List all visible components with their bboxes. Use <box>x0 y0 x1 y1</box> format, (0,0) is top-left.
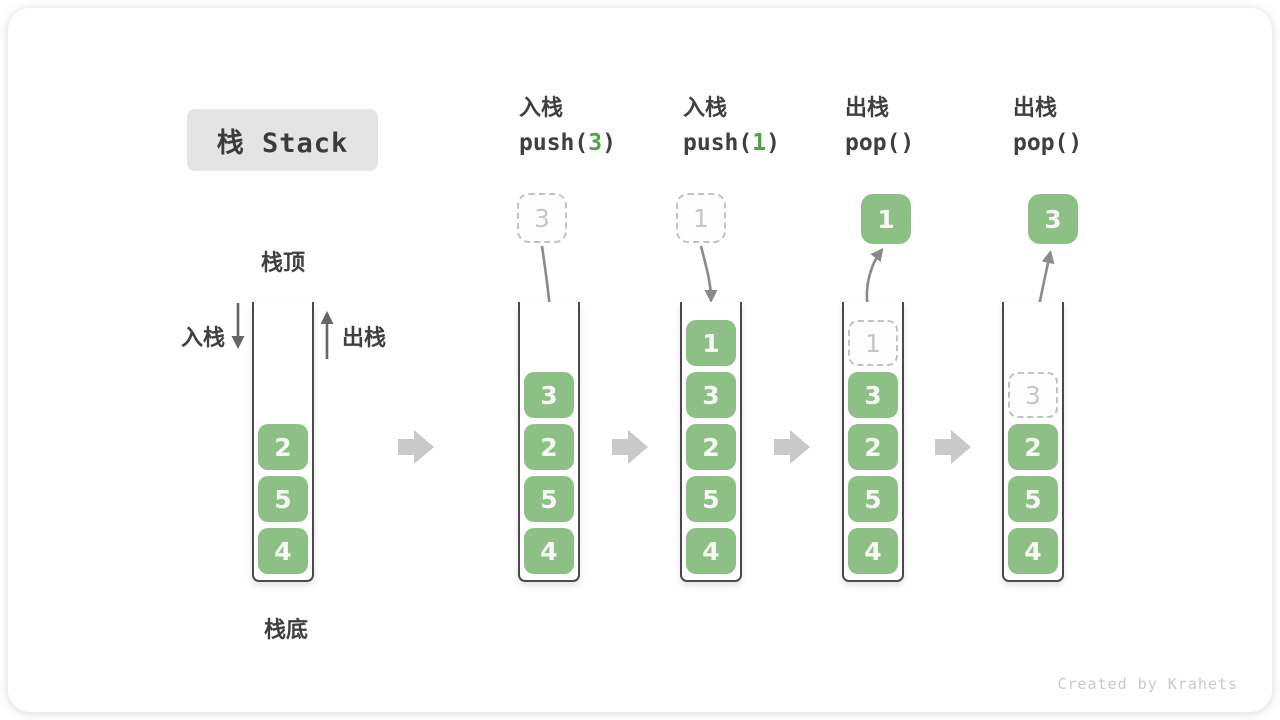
op-cn-label: 出栈 <box>845 96 890 121</box>
stack-item: 3 <box>686 372 736 418</box>
code-pre: pop( <box>845 130 901 156</box>
code-post: ) <box>1068 130 1083 156</box>
stack-container-pop1: 1 3 2 5 4 <box>842 302 904 582</box>
stack-item: 2 <box>524 424 574 470</box>
stack-container-push1: 1 3 2 5 4 <box>680 302 742 582</box>
code-pre: push( <box>683 130 753 156</box>
stack-item: 5 <box>686 476 736 522</box>
op-code-label: pop() <box>845 132 1015 155</box>
stack-item: 4 <box>258 528 308 574</box>
stack-item: 2 <box>848 424 898 470</box>
stack-bottom-label: 栈底 <box>263 618 308 643</box>
stack-item: 5 <box>524 476 574 522</box>
watermark: Created by Krahets <box>1057 675 1238 693</box>
code-post: ) <box>900 130 915 156</box>
code-arg: 3 <box>588 130 603 156</box>
stack-item: 4 <box>848 528 898 574</box>
stack-item: 4 <box>1008 528 1058 574</box>
stack-item: 1 <box>686 320 736 366</box>
popped-value-box: 1 <box>861 194 911 244</box>
stack-item: 3 <box>524 372 574 418</box>
op-title-pop-2: 出栈 pop() <box>1013 98 1183 155</box>
stack-top-label: 栈顶 <box>260 251 305 276</box>
popped-value-box: 3 <box>1028 194 1078 244</box>
stack-item-removed: 3 <box>1008 372 1058 418</box>
code-pre: push( <box>519 130 589 156</box>
op-cn-label: 入栈 <box>519 96 564 121</box>
code-post: ) <box>602 130 616 156</box>
code-post: ) <box>766 130 780 156</box>
op-code-label: push(3) <box>519 132 689 155</box>
op-cn-label: 入栈 <box>683 96 728 121</box>
stack-item: 4 <box>686 528 736 574</box>
code-pre: pop( <box>1013 130 1069 156</box>
code-arg: 1 <box>752 130 767 156</box>
incoming-value-box: 1 <box>676 193 726 243</box>
op-code-label: push(1) <box>683 132 853 155</box>
pop-side-label: 出栈 <box>342 326 387 351</box>
stack-item: 2 <box>258 424 308 470</box>
op-title-push3: 入栈 push(3) <box>519 98 689 155</box>
stack-item: 5 <box>258 476 308 522</box>
op-title-pop-1: 出栈 pop() <box>845 98 1015 155</box>
stack-container-push3: 3 2 5 4 <box>518 302 580 582</box>
stack-item: 5 <box>1008 476 1058 522</box>
diagram-title: 栈 Stack <box>187 109 378 171</box>
stack-item: 4 <box>524 528 574 574</box>
op-cn-label: 出栈 <box>1013 96 1058 121</box>
stack-item: 2 <box>686 424 736 470</box>
stack-item-removed: 1 <box>848 320 898 366</box>
stack-container-initial: 2 5 4 <box>252 302 314 582</box>
stack-container-pop3: 3 2 5 4 <box>1002 302 1064 582</box>
incoming-value-box: 3 <box>517 193 567 243</box>
stack-item: 5 <box>848 476 898 522</box>
op-title-push1: 入栈 push(1) <box>683 98 853 155</box>
op-code-label: pop() <box>1013 132 1183 155</box>
stack-item: 2 <box>1008 424 1058 470</box>
push-side-label: 入栈 <box>181 326 226 351</box>
stack-item: 3 <box>848 372 898 418</box>
